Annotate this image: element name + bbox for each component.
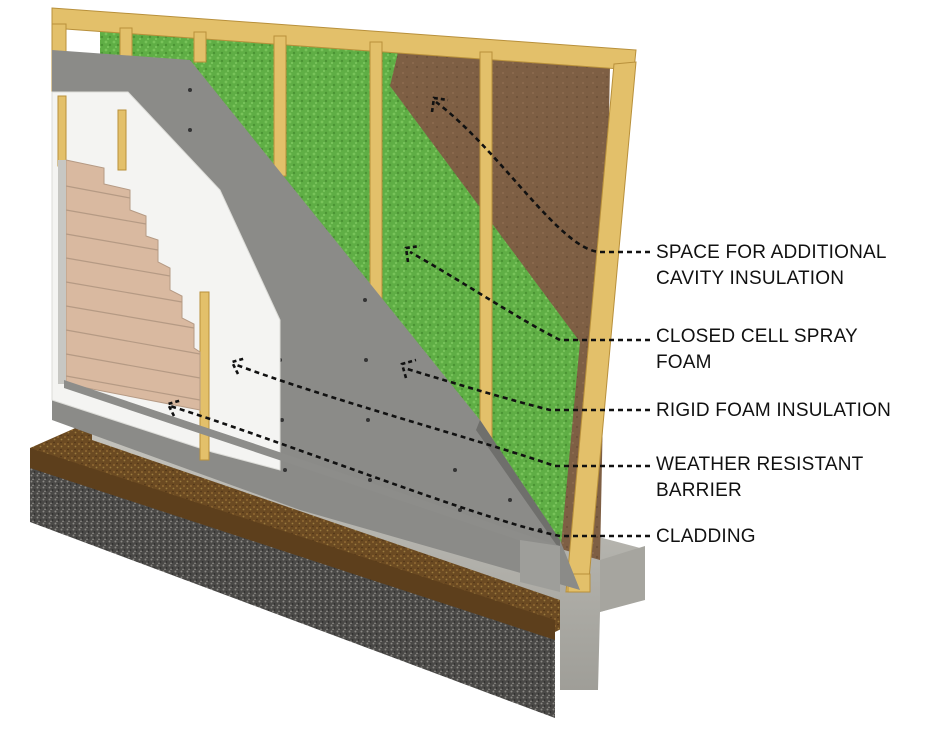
label-additional-cavity-line1: SPACE FOR ADDITIONAL — [656, 242, 887, 263]
metal-angle — [520, 540, 560, 592]
concrete-side — [600, 546, 645, 612]
leader-weather-barrier — [233, 362, 650, 468]
label-weather-barrier-line2: BARRIER — [656, 480, 742, 501]
leader-cladding — [169, 404, 650, 538]
leader-rigid-foam — [403, 366, 650, 412]
label-weather-barrier-line1: WEATHER RESISTANT — [656, 454, 864, 475]
label-cladding: CLADDING — [656, 526, 756, 547]
cladding-siding — [58, 159, 201, 411]
leader-additional-cavity — [435, 100, 650, 254]
gravel-layer — [30, 462, 555, 718]
label-spray-foam-line1: CLOSED CELL SPRAY — [656, 326, 858, 347]
callout-labels: SPACE FOR ADDITIONAL CAVITY INSULATION C… — [656, 242, 891, 547]
label-rigid-foam: RIGID FOAM INSULATION — [656, 400, 891, 421]
leader-spray-foam — [409, 250, 650, 342]
label-additional-cavity-line2: CAVITY INSULATION — [656, 268, 844, 289]
soil-layer — [30, 418, 640, 632]
rigid-foam-edge — [476, 420, 560, 550]
flashing-strip — [64, 380, 560, 554]
leader-lines — [166, 96, 650, 538]
soil-front — [30, 448, 555, 640]
label-spray-foam-line2: FOAM — [656, 352, 712, 373]
